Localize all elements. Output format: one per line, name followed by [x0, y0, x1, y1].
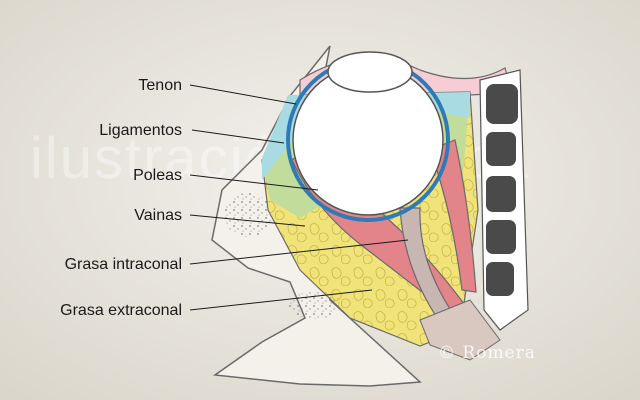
- label-vainas: Vainas: [134, 207, 182, 224]
- bone-block-3: [486, 176, 516, 212]
- copyright-text: © Romera: [438, 343, 536, 363]
- label-ligamentos: Ligamentos: [99, 122, 182, 139]
- label-tenon: Tenon: [138, 77, 182, 94]
- optic-nerve-trunk: [419, 299, 501, 361]
- label-grasa-intraconal: Grasa intraconal: [65, 256, 182, 273]
- leader-line-vainas: [189, 214, 306, 227]
- superior-rectus-muscle: [429, 139, 477, 293]
- leader-line-poleas: [189, 174, 319, 191]
- label-poleas: Poleas: [133, 167, 182, 184]
- bone-block-5: [486, 262, 514, 296]
- bone-block-2: [486, 132, 516, 166]
- leader-line-ligamentos: [191, 129, 285, 144]
- bone-block-1: [486, 84, 518, 124]
- leader-line-grasa-intraconal: [189, 239, 409, 265]
- leader-line-grasa-extraconal: [189, 289, 373, 311]
- nasal-tissue-upper: [224, 193, 272, 237]
- label-grasa-extraconal: Grasa extraconal: [60, 302, 182, 319]
- bone-block-4: [486, 220, 516, 254]
- leader-line-tenon: [189, 84, 297, 105]
- cornea: [327, 51, 413, 93]
- nasal-tissue-lower: [289, 291, 341, 319]
